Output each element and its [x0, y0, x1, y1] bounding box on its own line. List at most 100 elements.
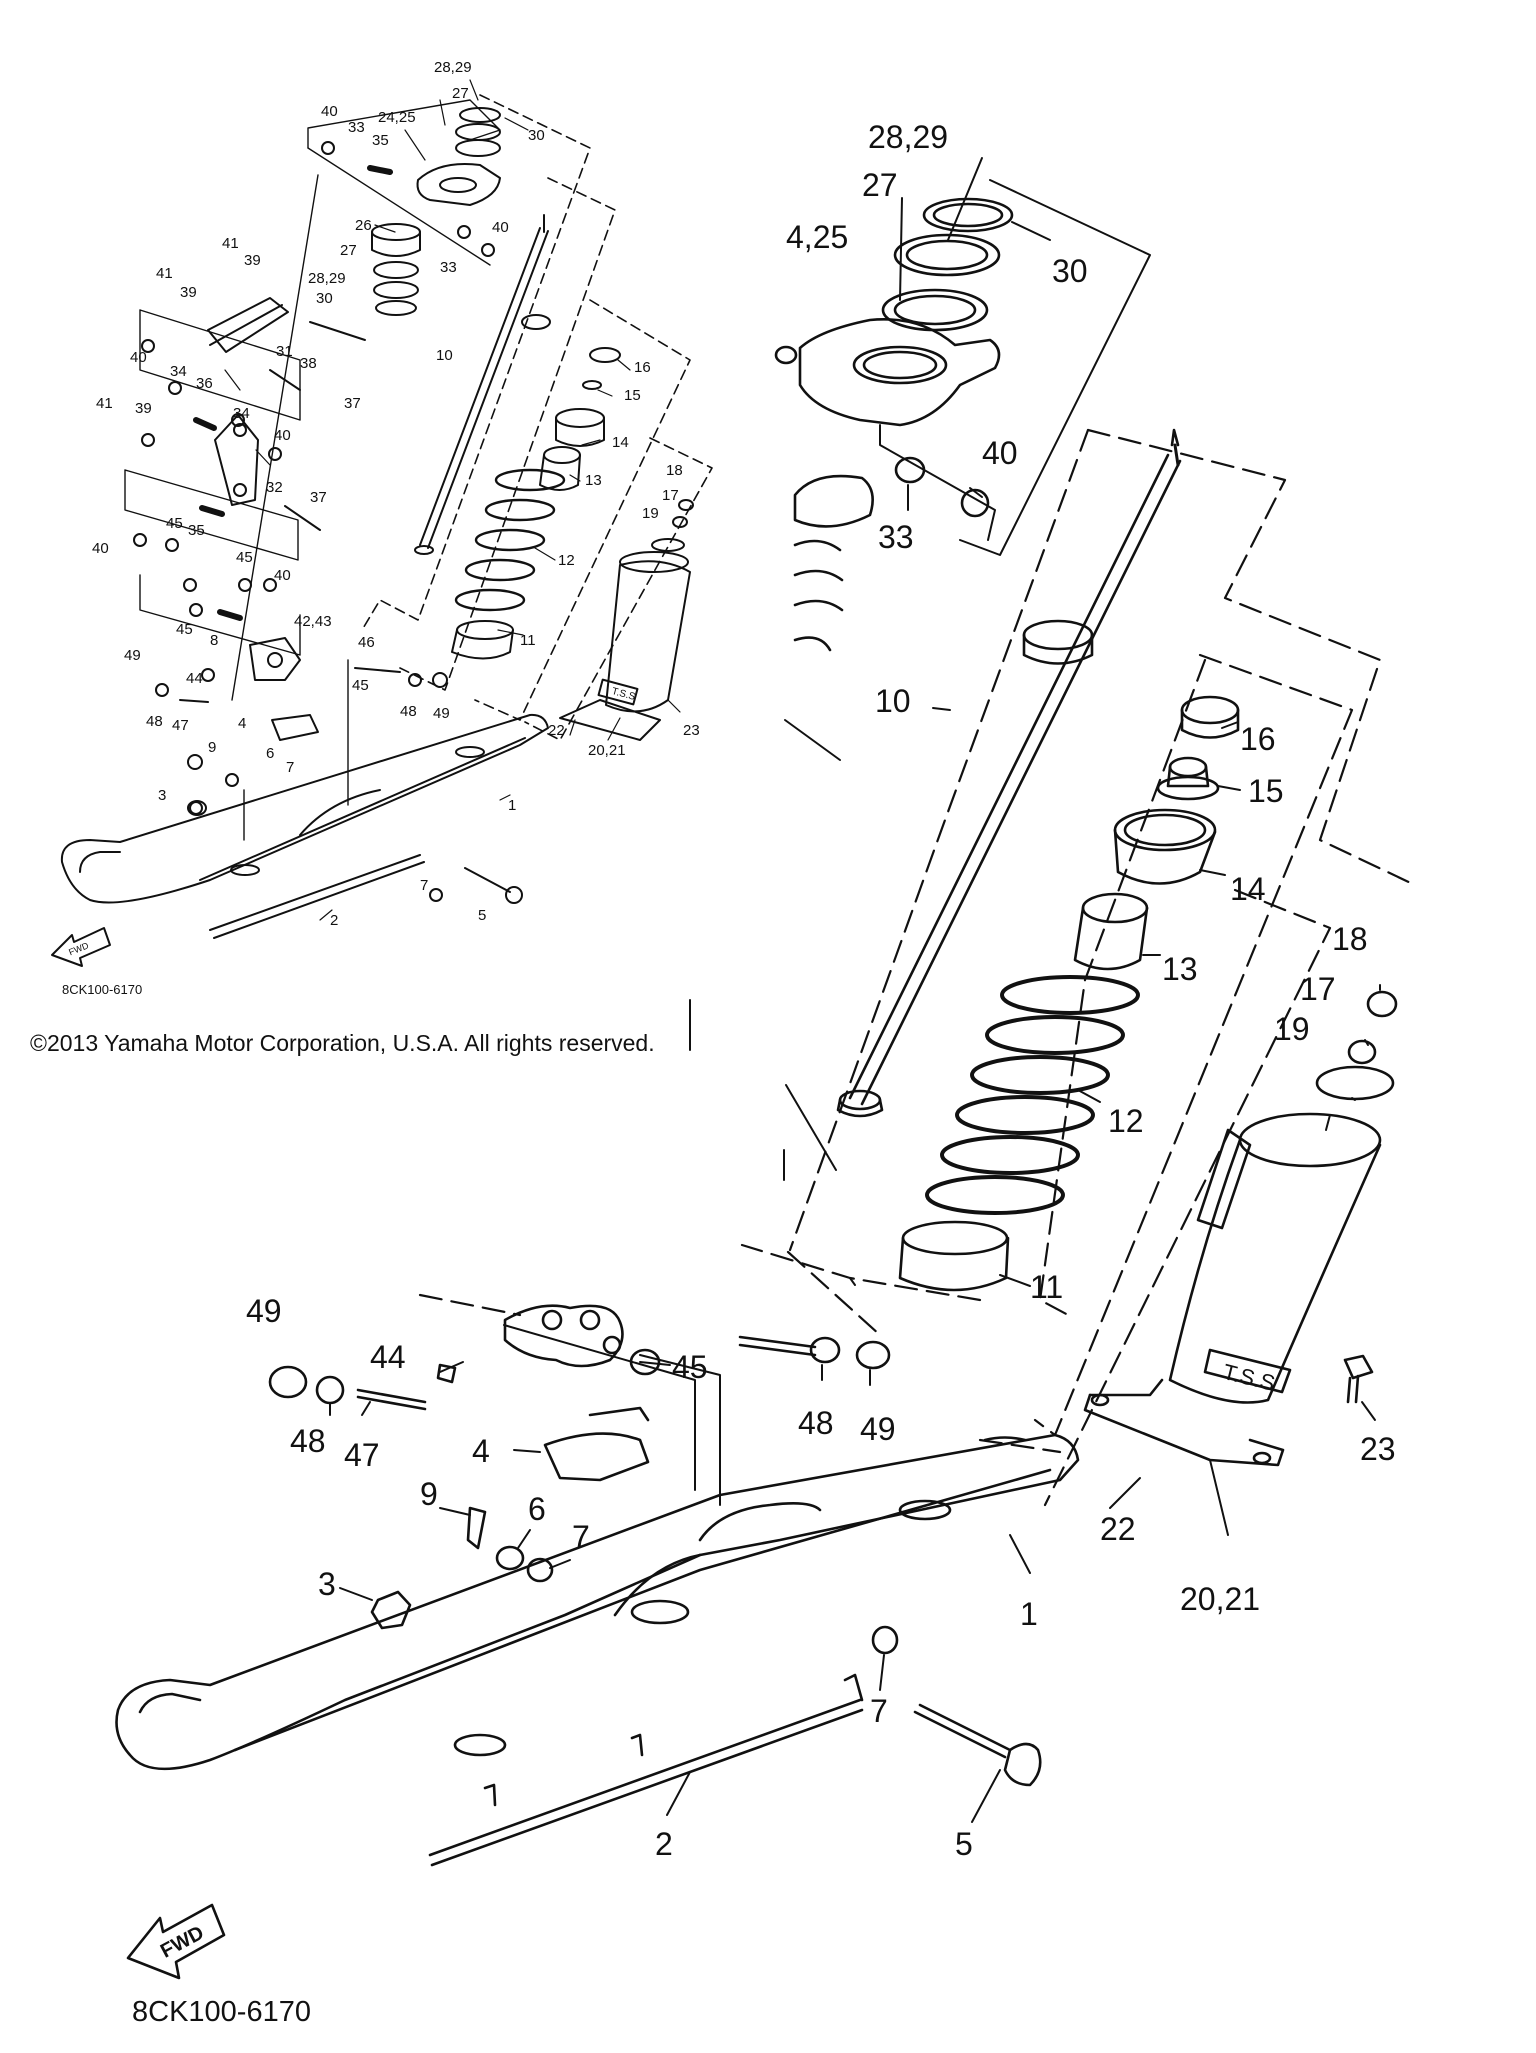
callout-26: 26	[355, 217, 372, 234]
callout-38: 38	[300, 355, 317, 372]
callout-45: 45	[176, 621, 193, 638]
callout-36: 36	[196, 375, 213, 392]
callout-28-29: 28,29	[308, 270, 346, 287]
callout-2: 2	[330, 912, 338, 929]
callout-22: 22	[548, 722, 565, 739]
callout-19: 19	[642, 505, 659, 522]
callout-3: 3	[158, 787, 166, 804]
callout-20-21: 20,21	[1180, 1581, 1260, 1617]
callout-39: 39	[180, 284, 197, 301]
callout-8: 8	[210, 632, 218, 649]
callout-34: 34	[170, 363, 187, 380]
callout-33: 33	[878, 519, 914, 555]
callout-49: 49	[433, 705, 450, 722]
callout-40: 40	[130, 349, 147, 366]
callout-17: 17	[1300, 971, 1336, 1007]
callout-14: 14	[612, 434, 629, 451]
callout-7: 7	[286, 759, 294, 776]
callout-39: 39	[244, 252, 261, 269]
callout-40: 40	[492, 219, 509, 236]
callout-24-25: 4,25	[786, 219, 848, 255]
callout-4: 4	[238, 715, 246, 732]
callout-1: 1	[1020, 1596, 1038, 1632]
callout-45: 45	[352, 677, 369, 694]
callout-49: 49	[860, 1411, 896, 1447]
diagram-code-small: 8CK100-6170	[62, 982, 143, 997]
callout-30: 30	[528, 127, 545, 144]
callout-48: 48	[290, 1423, 326, 1459]
callout-13: 13	[1162, 951, 1198, 987]
callout-33: 33	[348, 119, 365, 136]
callout-35: 35	[372, 132, 389, 149]
overview-drawing	[51, 94, 713, 967]
callout-18: 18	[666, 462, 683, 479]
callout-13: 13	[585, 472, 602, 489]
callout-7: 7	[572, 1519, 590, 1555]
callout-40: 40	[982, 435, 1018, 471]
callout-27: 27	[340, 242, 357, 259]
callout-15: 15	[624, 387, 641, 404]
callout-12: 12	[558, 552, 575, 569]
callout-14: 14	[1230, 871, 1266, 907]
callout-39: 39	[135, 400, 152, 417]
callout-9: 9	[208, 739, 216, 756]
callout-28-29: 28,29	[868, 119, 948, 155]
callout-11: 11	[1030, 1269, 1063, 1305]
callout-41: 41	[96, 395, 113, 412]
callout-37: 37	[310, 489, 327, 506]
callout-48: 48	[798, 1405, 834, 1441]
callout-12: 12	[1108, 1103, 1144, 1139]
detail-drawing	[115, 179, 1417, 1980]
callout-15: 15	[1248, 773, 1284, 809]
detail-callout-labels: 28,29 27 30 4,25 40 33 10 16 15 14 13 12…	[157, 119, 1396, 1963]
callout-30: 30	[316, 290, 333, 307]
callout-11: 11	[520, 632, 536, 649]
callout-48: 48	[400, 703, 417, 720]
callout-30: 30	[1052, 253, 1088, 289]
callout-34: 34	[233, 405, 250, 422]
callout-32: 32	[266, 479, 283, 496]
callout-24-25: 24,25	[378, 109, 416, 126]
callout-16: 16	[634, 359, 651, 376]
callout-7: 7	[870, 1693, 888, 1729]
callout-7: 7	[420, 877, 428, 894]
callout-3: 3	[318, 1566, 336, 1602]
callout-1: 1	[508, 797, 516, 814]
callout-40: 40	[321, 103, 338, 120]
callout-48: 48	[146, 713, 163, 730]
callout-27: 27	[862, 167, 898, 203]
callout-5: 5	[955, 1826, 973, 1862]
callout-4: 4	[472, 1433, 490, 1469]
callout-6: 6	[528, 1491, 546, 1527]
diagram-code-large: 8CK100-6170	[132, 1996, 311, 2028]
callout-47: 47	[172, 717, 189, 734]
callout-18: 18	[1332, 921, 1368, 957]
callout-10: 10	[875, 683, 911, 719]
callout-45: 45	[236, 549, 253, 566]
callout-44: 44	[186, 670, 203, 687]
callout-28-29: 28,29	[434, 59, 472, 76]
fwd-label-large: FWD	[157, 1922, 208, 1963]
callout-17: 17	[662, 487, 679, 504]
callout-40: 40	[274, 427, 291, 444]
callout-41: 41	[222, 235, 239, 252]
callout-20-21: 20,21	[588, 742, 626, 759]
callout-16: 16	[1240, 721, 1276, 757]
overview-callout-labels: 1 2 3 4 5 6 7 7 8 9 10 11 12 13 14 15 16…	[67, 59, 699, 957]
callout-46: 46	[358, 634, 375, 651]
callout-19: 19	[1274, 1011, 1310, 1047]
callout-40: 40	[92, 540, 109, 557]
callout-22: 22	[1100, 1511, 1136, 1547]
callout-44: 44	[370, 1339, 406, 1375]
callout-35: 35	[188, 522, 205, 539]
callout-31: 31	[276, 343, 293, 360]
callout-27: 27	[452, 85, 469, 102]
callout-41: 41	[156, 265, 173, 282]
copyright-notice: ©2013 Yamaha Motor Corporation, U.S.A. A…	[30, 1030, 655, 1056]
callout-37: 37	[344, 395, 361, 412]
callout-47: 47	[344, 1437, 380, 1473]
callout-10: 10	[436, 347, 453, 364]
callout-23: 23	[683, 722, 700, 739]
